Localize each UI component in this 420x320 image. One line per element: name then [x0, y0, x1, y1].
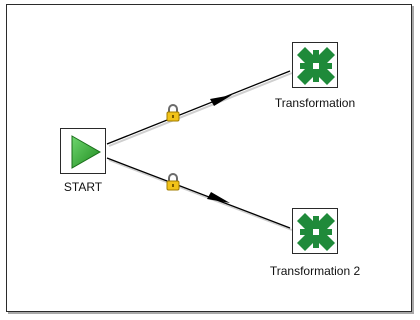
hop-arrowhead [210, 95, 232, 106]
transformation-icon [297, 47, 335, 85]
start-node-label: START [63, 180, 103, 194]
hop-start-to-transformation[interactable] [106, 70, 291, 145]
hop-shadow [108, 72, 293, 147]
hop-shadow [108, 159, 293, 231]
start-play-icon [71, 135, 102, 169]
hop-arrowhead [207, 192, 230, 203]
transformation-2-node-box[interactable] [292, 208, 338, 254]
lock-icon [165, 172, 181, 192]
transformation-2-node-label: Transformation 2 [269, 264, 361, 278]
hop-start-to-transformation-2[interactable] [106, 157, 291, 229]
lock-icon [165, 103, 181, 123]
start-node-box[interactable] [60, 128, 106, 174]
transformation-node-label: Transformation [274, 96, 356, 110]
transformation-icon [297, 213, 335, 251]
transformation-node-box[interactable] [292, 42, 338, 88]
